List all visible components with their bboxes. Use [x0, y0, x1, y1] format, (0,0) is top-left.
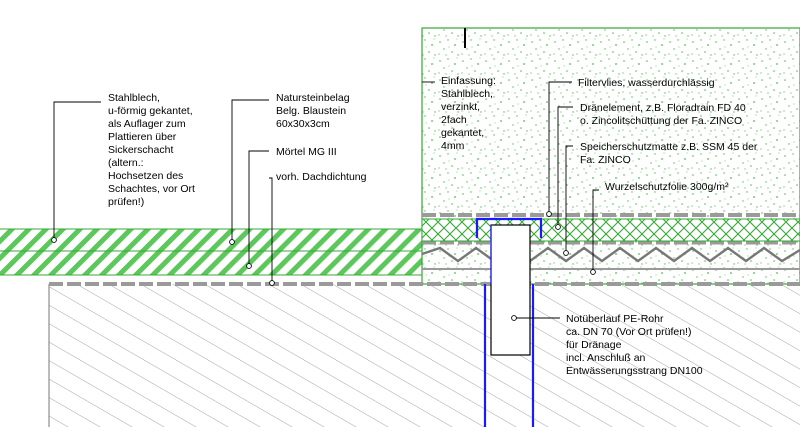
label-stahlblech: Stahlblech, u-förmig gekantet, als Aufla… — [108, 92, 198, 208]
label-draenelement: Dränelement, z.B. Floradrain FD 40 o. Zi… — [580, 102, 749, 127]
protection-mat-wave — [421, 246, 800, 263]
paving-layer — [0, 229, 422, 275]
leader-dots — [51, 211, 596, 321]
label-dachdichtung: vorh. Dachdichtung — [276, 171, 367, 183]
label-moertel: Mörtel MG III — [276, 146, 337, 158]
label-wurzelschutzfolie: Wurzelschutzfolie 300g/m² — [605, 181, 729, 193]
label-einfassung: Einfassung: Stahlblech, verzinkt, 2fach … — [441, 75, 499, 152]
steel-edging-frame — [475, 217, 543, 427]
concrete-slab — [49, 284, 800, 427]
label-speicherschutzmatte: Speicherschutzmatte z.B. SSM 45 der Fa. … — [580, 141, 760, 166]
overflow-pipe — [490, 224, 531, 356]
label-filtervlies: Filtervlies, wasserdurchlässig — [578, 77, 715, 89]
label-notueberlauf: Notüberlauf PE-Rohr ca. DN 70 (Vor Ort p… — [566, 313, 703, 377]
leader-lines — [53, 81, 599, 319]
label-naturstein: Natursteinbelag Belg. Blaustein 60x30x3c… — [276, 92, 352, 130]
drainage-element — [421, 218, 800, 242]
